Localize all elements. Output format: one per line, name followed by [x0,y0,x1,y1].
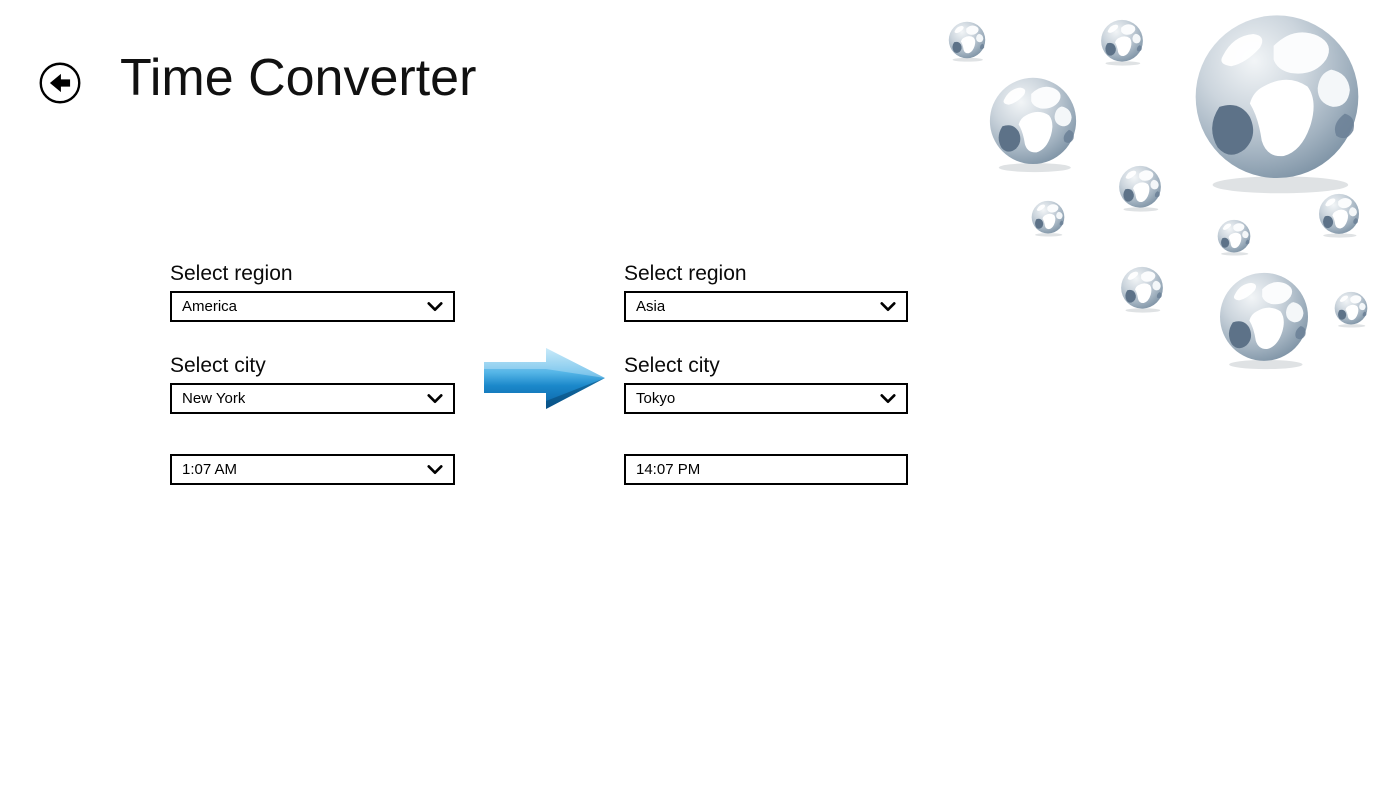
globe-icon [988,76,1078,173]
chevron-down-icon [880,301,896,311]
globe-icon [948,21,986,62]
chevron-down-icon [427,301,443,311]
globe-icon [1334,291,1368,328]
source-region-select[interactable]: America [170,291,455,322]
back-button[interactable] [38,61,82,105]
target-city-label: Select city [624,354,720,377]
globe-icon [1192,12,1362,195]
chevron-down-icon [427,393,443,403]
target-region-value: Asia [636,298,666,315]
globe-icon [1031,200,1065,237]
source-city-value: New York [182,390,246,407]
page-title: Time Converter [120,49,477,107]
source-time-value: 1:07 AM [182,461,238,478]
convert-right-arrow-icon [484,348,605,409]
target-city-value: Tokyo [636,390,676,407]
target-region-label: Select region [624,262,747,285]
globe-icon [1118,165,1162,212]
source-region-label: Select region [170,262,293,285]
source-city-select[interactable]: New York [170,383,455,414]
target-region-select[interactable]: Asia [624,291,908,322]
chevron-down-icon [880,393,896,403]
target-time-value: 14:07 PM [636,461,701,478]
source-time-select[interactable]: 1:07 AM [170,454,455,485]
target-panel: Select region Asia Select city Tokyo 14:… [624,260,908,485]
globe-icon [1218,271,1310,370]
back-arrow-icon [39,62,81,104]
globe-icon [1217,219,1251,256]
source-panel: Select region America Select city New Yo… [170,260,455,485]
globe-icon [1120,266,1164,313]
source-region-value: America [182,298,238,315]
globe-icon [1100,19,1144,66]
target-city-select[interactable]: Tokyo [624,383,908,414]
target-time-output[interactable]: 14:07 PM [624,454,908,485]
globe-icon [1318,193,1360,238]
chevron-down-icon [427,464,443,474]
source-city-label: Select city [170,354,266,377]
